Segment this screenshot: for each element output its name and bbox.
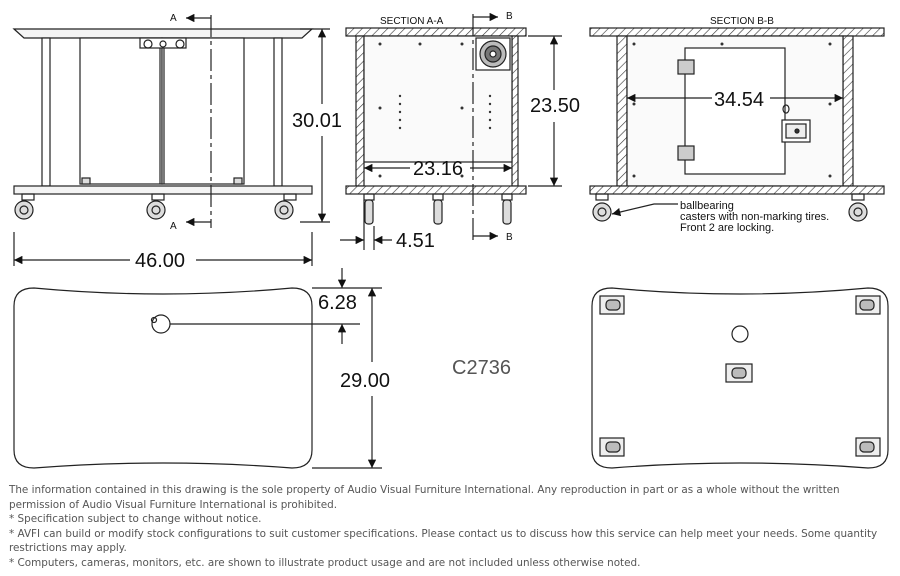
section-a-caster-2 xyxy=(432,193,444,225)
note-custom-builds: * AVFI can build or modify stock configu… xyxy=(9,527,878,555)
section-a-left-wall xyxy=(355,35,365,187)
bottom-caster-bl xyxy=(599,437,625,457)
section-a-view xyxy=(340,12,562,250)
top-view xyxy=(13,268,382,469)
notes: The information contained in this drawin… xyxy=(9,483,893,571)
section-b-left-wall xyxy=(616,35,628,187)
section-a-right-wall xyxy=(511,35,519,187)
caster-note-line-3: Front 2 are locking. xyxy=(680,222,774,234)
section-b-top xyxy=(589,27,885,37)
bottom-caster-br xyxy=(855,437,881,457)
front-view xyxy=(12,13,330,266)
section-b-width-dim: 34.54 xyxy=(714,89,764,111)
section-b-caster-left xyxy=(592,193,612,222)
section-a-bottom xyxy=(345,185,527,195)
section-a-title: SECTION A-A xyxy=(380,16,444,27)
front-width-dim: 46.00 xyxy=(135,250,185,272)
hinge-bottom xyxy=(677,145,695,161)
bottom-caster-center xyxy=(725,363,753,383)
top-hole-dim: 6.28 xyxy=(318,292,357,314)
hinge-top xyxy=(677,59,695,75)
front-caster-mid xyxy=(146,193,166,220)
front-door-left xyxy=(79,37,163,185)
model-number: C2736 xyxy=(452,357,511,379)
section-a-depth-dim: 23.16 xyxy=(413,158,463,180)
front-height-dim: 30.01 xyxy=(292,110,342,132)
top-surface xyxy=(13,287,313,469)
section-a-caster-dim: 4.51 xyxy=(396,230,435,252)
section-b-title: SECTION B-B xyxy=(710,16,774,27)
section-a-marker-top: B xyxy=(506,11,513,22)
section-a-top xyxy=(345,27,527,37)
bottom-view xyxy=(591,287,889,469)
top-depth-dim: 29.00 xyxy=(340,370,390,392)
note-spec-change: * Specification subject to change withou… xyxy=(9,513,262,526)
technical-drawing: A A 46.00 30.01 xyxy=(12,11,889,469)
caster-note-line-1: ballbearing xyxy=(680,200,734,212)
front-section-marker-bottom: A xyxy=(170,221,177,232)
section-b-bottom xyxy=(589,185,885,195)
bottom-caster-tl xyxy=(599,295,625,315)
front-caster-right xyxy=(274,193,297,220)
section-b-door xyxy=(684,47,786,175)
section-a-marker-bottom: B xyxy=(506,232,513,243)
section-a-caster-1 xyxy=(363,193,375,225)
front-top-panel xyxy=(12,28,314,39)
front-bottom-shelf xyxy=(13,185,313,195)
bottom-grommet-hole xyxy=(731,325,749,343)
section-b-view xyxy=(589,27,885,222)
front-section-marker-top: A xyxy=(170,13,177,24)
note-not-included: * Computers, cameras, monitors, etc. are… xyxy=(9,556,641,569)
caster-note-line-2: casters with non-marking tires. xyxy=(680,211,829,223)
section-b-right-wall xyxy=(842,35,854,187)
section-a-caster-3 xyxy=(501,193,513,225)
front-caster-left xyxy=(14,193,35,220)
front-door-right xyxy=(161,37,245,185)
front-left-side xyxy=(41,37,51,187)
section-b-caster-right xyxy=(848,193,868,222)
note-ownership: The information contained in this drawin… xyxy=(9,484,840,511)
section-a-height-dim: 23.50 xyxy=(530,95,580,117)
bottom-caster-tr xyxy=(855,295,881,315)
front-right-side xyxy=(273,37,283,187)
